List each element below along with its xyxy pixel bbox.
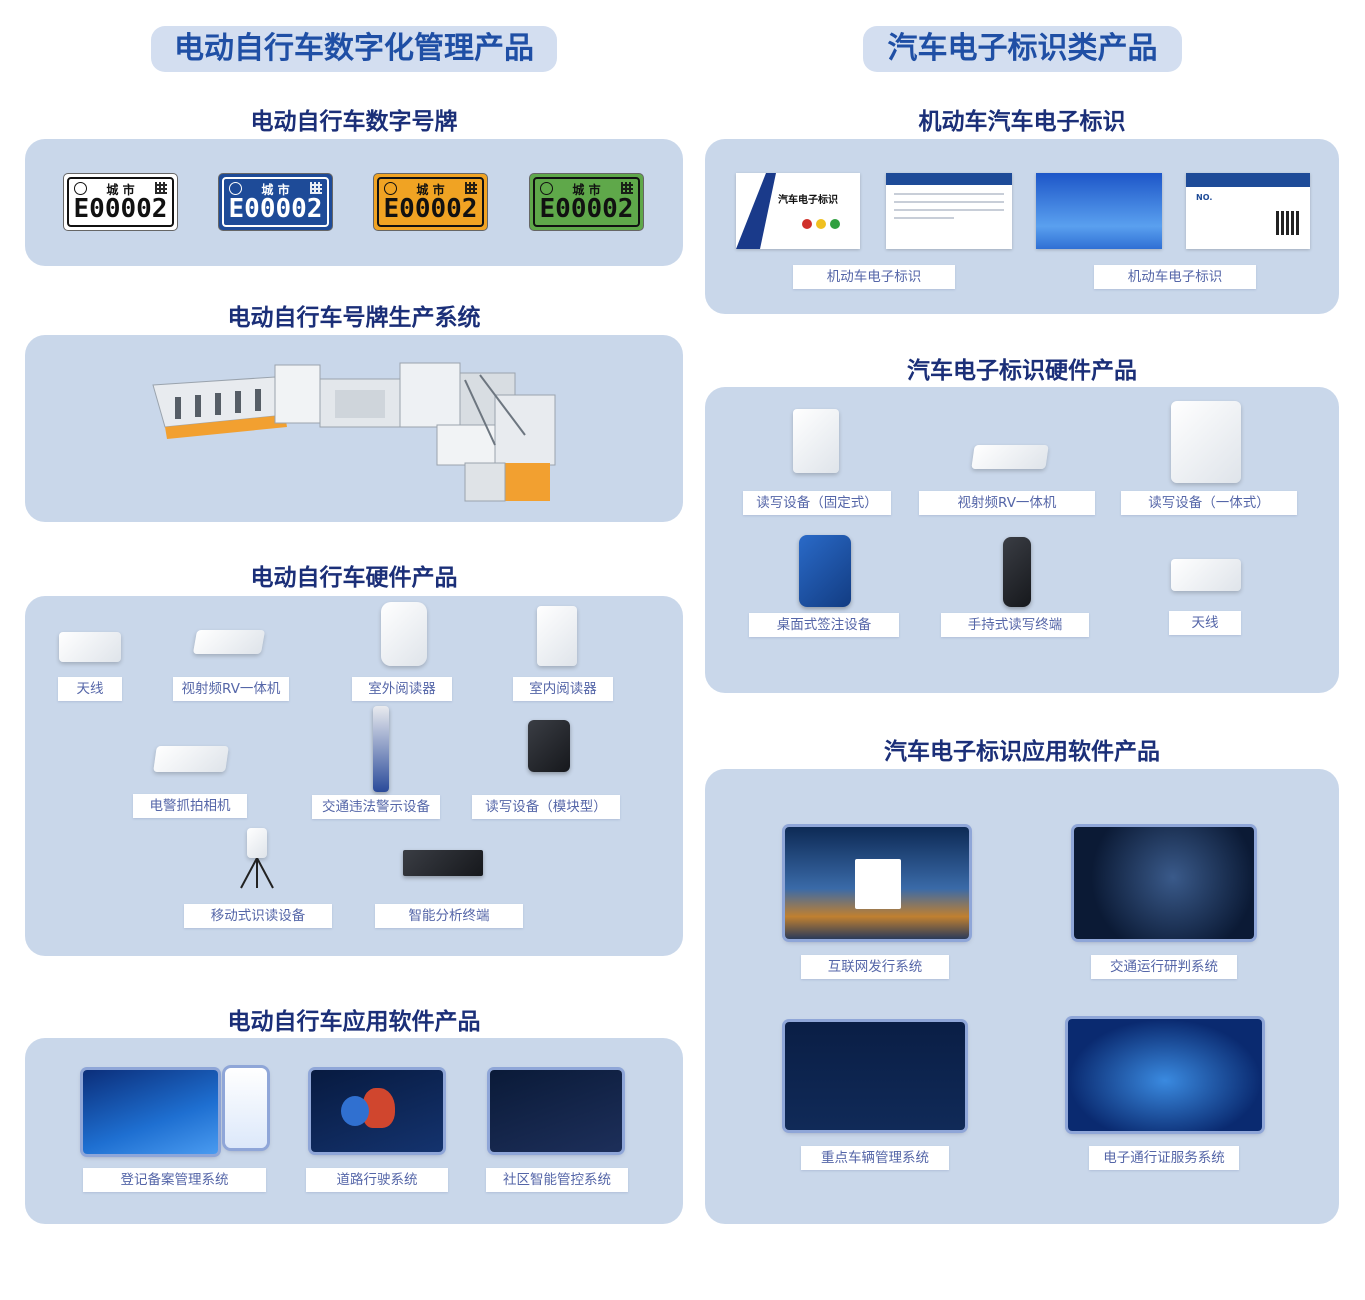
e-pass-screen	[1068, 1019, 1262, 1131]
internet-issuing-screen	[785, 827, 969, 939]
production-panel	[25, 335, 683, 522]
hw-label-rv-unit: 视射频RV一体机	[173, 677, 289, 701]
desktop-endorse-icon	[799, 535, 851, 607]
hw-label-antenna: 天线	[58, 677, 122, 701]
rv-unit-icon	[192, 630, 266, 654]
hw-label-warning-device: 交通违法警示设备	[312, 795, 440, 819]
hw-label-analysis-terminal: 智能分析终端	[375, 904, 523, 928]
plates-section-title: 电动自行车数字号牌	[250, 109, 458, 135]
vhw-label-rv-unit: 视射频RV一体机	[919, 491, 1095, 515]
handheld-terminal-icon	[1003, 537, 1031, 607]
mark-label-2: 机动车电子标识	[1094, 265, 1256, 289]
vhw-label-handheld: 手持式读写终端	[941, 613, 1089, 637]
vehicle-antenna-icon	[1171, 559, 1241, 591]
integrated-reader-icon	[1171, 401, 1241, 483]
antenna-icon	[59, 632, 121, 662]
mark-card-text: 汽车电子标识	[778, 195, 838, 206]
vsw-label-internet: 互联网发行系统	[801, 955, 949, 979]
production-section-title: 电动自行车号牌生产系统	[227, 305, 481, 331]
production-line-image	[152, 362, 556, 502]
vehicle-rv-unit-icon	[971, 445, 1049, 469]
hw-label-outdoor-reader: 室外阅读器	[352, 677, 452, 701]
vsw-label-key-vehicle: 重点车辆管理系统	[801, 1146, 949, 1170]
vehicle-hardware-section-title: 汽车电子标识硬件产品	[907, 358, 1137, 384]
indoor-reader-icon	[537, 606, 577, 666]
road-driving-system-screen	[311, 1070, 443, 1152]
hw-label-module-reader: 读写设备（模块型）	[472, 795, 620, 819]
ebike-hardware-section-title: 电动自行车硬件产品	[250, 565, 458, 591]
vehicle-hardware-panel: 读写设备（固定式） 视射频RV一体机 读写设备（一体式） 桌面式签注设备 手持式…	[705, 387, 1339, 693]
vhw-label-fixed-reader: 读写设备（固定式）	[743, 491, 891, 515]
hw-label-camera: 电警抓拍相机	[133, 794, 247, 818]
mark-label-1: 机动车电子标识	[793, 265, 955, 289]
vehicle-software-panel: 互联网发行系统 交通运行研判系统 重点车辆管理系统 电子通行证服务系统	[705, 769, 1339, 1224]
mark-card-no-label: NO.	[1196, 193, 1213, 202]
registration-phone-screen	[225, 1068, 267, 1148]
vhw-label-antenna: 天线	[1169, 611, 1241, 635]
key-vehicle-screen	[785, 1022, 965, 1130]
ebike-hardware-panel: 天线 视射频RV一体机 室外阅读器 室内阅读器 电警抓拍相机 交通违法警示设备 …	[25, 596, 683, 956]
mobile-reader-icon	[247, 828, 267, 858]
sw-label-community: 社区智能管控系统	[486, 1168, 628, 1192]
vsw-label-traffic: 交通运行研判系统	[1091, 955, 1237, 979]
vehicle-marks-panel: 汽车电子标识 NO. 机动车电子标识 机动车电子标识	[705, 139, 1339, 314]
mark-card-notice	[886, 173, 1012, 249]
sw-label-road-driving: 道路行驶系统	[306, 1168, 448, 1192]
sw-label-registration: 登记备案管理系统	[83, 1168, 266, 1192]
community-control-system-screen	[490, 1070, 622, 1152]
mark-card-road: 汽车电子标识	[736, 173, 860, 249]
tripod-icon	[240, 858, 274, 889]
vhw-label-integrated-reader: 读写设备（一体式）	[1121, 491, 1297, 515]
right-header: 汽车电子标识类产品	[863, 26, 1182, 72]
hw-label-mobile-reader: 移动式识读设备	[184, 904, 332, 928]
registration-system-screen	[83, 1070, 218, 1154]
traffic-analysis-screen	[1074, 827, 1254, 939]
ebike-software-section-title: 电动自行车应用软件产品	[227, 1009, 481, 1035]
mark-card-city	[1036, 173, 1162, 249]
vsw-label-e-pass: 电子通行证服务系统	[1089, 1146, 1239, 1170]
warning-device-icon	[373, 706, 389, 792]
left-header: 电动自行车数字化管理产品	[151, 26, 557, 72]
vhw-label-desktop-endorse: 桌面式签注设备	[749, 613, 899, 637]
analysis-terminal-icon	[403, 850, 483, 876]
hw-label-indoor-reader: 室内阅读器	[513, 677, 613, 701]
ebike-software-panel: 登记备案管理系统 道路行驶系统 社区智能管控系统	[25, 1038, 683, 1224]
camera-icon	[153, 746, 229, 772]
mark-card-number: NO.	[1186, 173, 1310, 249]
outdoor-reader-icon	[381, 602, 427, 666]
fixed-reader-icon	[793, 409, 839, 473]
vehicle-marks-section-title: 机动车汽车电子标识	[918, 109, 1126, 135]
vehicle-software-section-title: 汽车电子标识应用软件产品	[884, 739, 1160, 765]
module-reader-icon	[528, 720, 570, 772]
